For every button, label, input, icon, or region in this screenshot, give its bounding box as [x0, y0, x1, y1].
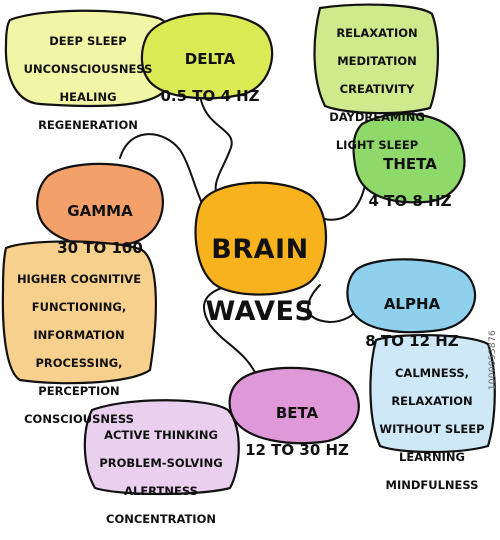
delta-desc-line: HEALING	[59, 90, 117, 105]
beta-heading: BETA 12 TO 30 HZ	[234, 385, 360, 479]
alpha-desc-line: RELAXATION	[391, 394, 473, 409]
beta-desc-line: PROBLEM-SOLVING	[99, 456, 223, 471]
alpha-name: ALPHA	[383, 294, 441, 313]
theta-desc-line: DAYDREAMING	[329, 110, 425, 125]
gamma-head-blob	[36, 162, 164, 248]
gamma-description: HIGHER COGNITIVE FUNCTIONING, INFORMATIO…	[4, 258, 154, 440]
gamma-desc-line: PROCESSING,	[35, 356, 123, 371]
gamma-frequency: 30 TO 100	[57, 239, 143, 258]
theta-description: RELAXATION MEDITATION CREATIVITY DAYDREA…	[316, 12, 438, 166]
delta-desc-line: DEEP SLEEP	[49, 34, 127, 49]
gamma-desc-line: HIGHER COGNITIVE	[16, 272, 142, 287]
delta-frequency: 0.5 TO 4 HZ	[160, 87, 260, 106]
alpha-desc-line: WITHOUT SLEEP	[379, 422, 485, 437]
mind-map-canvas: DEEP SLEEP UNCONSCIOUSNESS HEALING REGEN…	[1, 3, 498, 526]
theta-desc-line: LIGHT SLEEP	[335, 138, 419, 153]
theta-heading: THETA 4 TO 8 HZ	[354, 136, 466, 230]
center-title-line2: WAVES	[205, 296, 315, 328]
delta-description-blob	[4, 9, 174, 108]
alpha-desc-line: LEARNING	[399, 450, 465, 465]
alpha-desc-line: MINDFULNESS	[385, 478, 479, 493]
alpha-desc-line: CALMNESS,	[394, 366, 469, 381]
delta-head-blob	[140, 12, 274, 100]
center-title: BRAIN WAVES	[195, 203, 325, 358]
gamma-description-blob	[1, 240, 157, 385]
connector-beta	[203, 284, 259, 379]
theta-head-blob	[352, 112, 466, 204]
alpha-frequency: 8 TO 12 HZ	[365, 332, 459, 351]
gamma-desc-line: FUNCTIONING,	[31, 300, 127, 315]
alpha-heading: ALPHA 8 TO 12 HZ	[350, 276, 474, 370]
stock-watermark-id: 1000053876	[488, 330, 498, 391]
gamma-desc-line: INFORMATION	[33, 328, 125, 343]
center-title-line1: BRAIN	[211, 234, 309, 266]
connector-gamma	[119, 133, 206, 211]
connector-alpha	[307, 284, 356, 324]
theta-desc-line: MEDITATION	[337, 54, 417, 69]
theta-desc-line: RELAXATION	[336, 26, 418, 41]
alpha-description-blob	[369, 334, 496, 454]
delta-description: DEEP SLEEP UNCONSCIOUSNESS HEALING REGEN…	[8, 20, 168, 146]
beta-desc-line: CONCENTRATION	[106, 512, 216, 527]
beta-name: BETA	[275, 403, 319, 422]
theta-desc-line: CREATIVITY	[339, 82, 415, 97]
alpha-head-blob	[346, 258, 477, 334]
delta-desc-line: REGENERATION	[38, 118, 138, 133]
gamma-desc-line: PERCEPTION	[38, 384, 120, 399]
gamma-desc-line: CONSCIOUSNESS	[24, 412, 134, 427]
delta-name: DELTA	[184, 49, 236, 68]
theta-description-blob	[313, 3, 440, 115]
gamma-name: GAMMA	[67, 201, 133, 220]
theta-frequency: 4 TO 8 HZ	[368, 192, 452, 211]
mind-map-drawing	[1, 3, 496, 496]
beta-frequency: 12 TO 30 HZ	[245, 441, 349, 460]
beta-desc-line: ALERTNESS	[124, 484, 198, 499]
beta-description: ACTIVE THINKING PROBLEM-SOLVING ALERTNES…	[86, 414, 236, 540]
beta-description-blob	[83, 399, 240, 496]
center-blob	[194, 181, 327, 296]
alpha-description: CALMNESS, RELAXATION WITHOUT SLEEP LEARN…	[370, 352, 494, 506]
delta-heading: DELTA 0.5 TO 4 HZ	[145, 31, 275, 125]
theta-name: THETA	[383, 154, 437, 173]
beta-desc-line: ACTIVE THINKING	[104, 428, 218, 443]
gamma-heading: GAMMA 30 TO 100	[38, 183, 162, 277]
delta-desc-line: UNCONSCIOUSNESS	[23, 62, 153, 77]
